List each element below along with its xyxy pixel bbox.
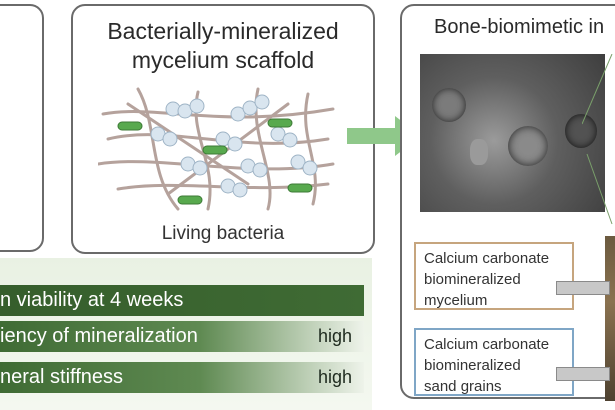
bone-biomimetic-panel: Bone-biomimetic in Calcium carbonate bio… xyxy=(400,4,615,401)
micrograph-pore xyxy=(470,139,488,165)
callout-mycelium-connector xyxy=(556,281,610,295)
callout-mycelium-line2: biomineralized xyxy=(424,271,521,288)
callout-sand-line3: sand grains xyxy=(424,378,502,395)
micrograph-pore xyxy=(508,126,548,166)
micrograph-leader-lines xyxy=(582,54,613,225)
callout-sand-grains: Calcium carbonate biomineralized sand gr… xyxy=(414,328,574,396)
micrograph-pore xyxy=(432,88,466,122)
bar-viability-label: n viability at 4 weeks xyxy=(0,289,184,311)
bar-mineralization-value: high xyxy=(317,326,352,346)
callout-sand-line2: biomineralized xyxy=(424,357,521,374)
scaffold-micrograph xyxy=(420,54,605,212)
bar-mineralization-label: iency of mineralization xyxy=(0,325,198,347)
bar-viability: n viability at 4 weeks xyxy=(0,285,364,316)
bar-stiffness: neral stiffness high xyxy=(0,362,364,393)
callout-mycelium-line3: mycelium xyxy=(424,292,488,309)
micrograph-pore xyxy=(565,114,597,148)
left-panel xyxy=(0,4,44,252)
callout-mycelium-line1: Calcium carbonate xyxy=(424,250,550,267)
bar-mineralization: iency of mineralization high xyxy=(0,321,364,352)
scaffold-title-line2: mycelium scaffold xyxy=(131,47,315,73)
bar-stiffness-value: high xyxy=(317,367,352,387)
scaffold-title-line1: Bacterially-mineralized xyxy=(107,18,339,44)
living-bacteria-caption: Living bacteria xyxy=(161,223,285,244)
bar-stiffness-label: neral stiffness xyxy=(0,366,124,388)
bone-biomimetic-title: Bone-biomimetic in xyxy=(434,16,605,38)
mycelium-scaffold-illustration xyxy=(98,87,335,211)
callout-sand-line1: Calcium carbonate xyxy=(424,336,550,353)
scaffold-panel: Bacterially-mineralized mycelium scaffol… xyxy=(71,4,375,254)
photo-strip xyxy=(605,236,615,401)
callout-mycelium: Calcium carbonate biomineralized myceliu… xyxy=(414,242,574,310)
callout-sand-connector xyxy=(556,367,610,381)
